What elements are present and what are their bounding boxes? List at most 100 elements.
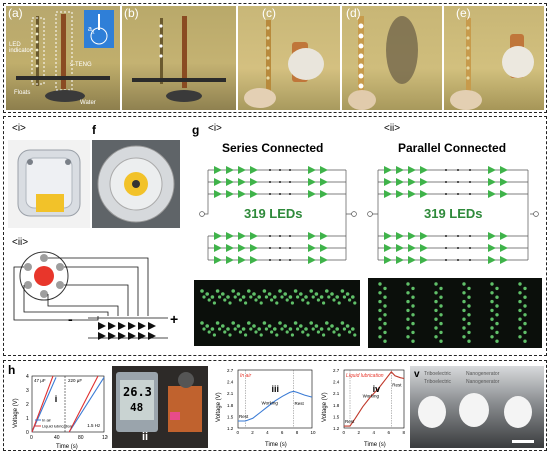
led-glow-dot <box>205 324 209 328</box>
led-glow-dot <box>523 339 527 343</box>
led-glow-dot <box>495 321 499 326</box>
led-glow-dot <box>462 326 466 330</box>
led-glow-dot <box>330 292 334 296</box>
series-line <box>31 377 57 433</box>
series-line <box>68 375 99 433</box>
led-glow-dot <box>467 295 471 299</box>
display-reading-1: 26.3 <box>123 385 152 399</box>
cap-label-47: 47 μF <box>34 378 46 383</box>
led-glow-dot <box>348 298 352 302</box>
led-glow-dot <box>434 326 438 330</box>
series-led-count: 319 LEDs <box>244 206 303 221</box>
y-tick-label: 2.7 <box>333 368 340 373</box>
led-glow-dot <box>434 308 438 313</box>
led-glow-dot <box>411 330 415 335</box>
state-label-rest: Rest <box>295 401 305 406</box>
led-glow-dot <box>205 292 209 296</box>
label-inset-a1: a1 <box>88 26 95 35</box>
led-glow-dot <box>348 330 352 334</box>
led-glow-dot <box>325 321 329 325</box>
x-tick-label: 80 <box>78 435 84 441</box>
sign-text-1: Triboelectric <box>424 371 452 377</box>
led-glow-dot <box>314 324 319 328</box>
led-glow-dot <box>353 333 357 337</box>
photo-teng-top <box>92 140 180 228</box>
photo-teng-side <box>8 140 90 228</box>
panel-e-illustration <box>450 18 534 110</box>
led-glow-dot <box>434 335 438 339</box>
teng-side-drawing <box>17 149 81 217</box>
led-glow-dot <box>490 335 494 339</box>
led-glow-dot <box>228 333 232 337</box>
led-glow-dot <box>434 291 438 295</box>
led-glow-dot <box>314 292 319 296</box>
led-glow-dot <box>215 289 220 293</box>
led-glow-dot <box>278 321 282 325</box>
led-glow-dot <box>247 321 251 325</box>
led-glow-dot <box>262 289 267 293</box>
led-glow-dot <box>290 333 294 337</box>
y-tick-label: 3 <box>26 388 29 394</box>
led-glow-dot <box>327 327 331 331</box>
led-glow-dot <box>439 321 443 326</box>
row-1-frame <box>3 3 547 113</box>
led-glow-dot <box>249 295 253 299</box>
led-glow-dot <box>283 324 287 328</box>
led-glow-dot <box>462 299 466 304</box>
y-tick-label: 1.8 <box>333 403 340 408</box>
led-glow-dot <box>378 335 382 339</box>
led-glow-dot <box>495 304 499 308</box>
led-glow-dot <box>518 299 522 304</box>
led-glow-dot <box>523 295 527 299</box>
legend-entry: In air <box>42 418 52 423</box>
led-glow-dot <box>327 295 331 299</box>
led-glow-dot <box>293 321 298 325</box>
led-glow-dot <box>254 298 258 302</box>
cap-label-220: 220 μF <box>68 378 82 383</box>
led-glow-dot <box>309 321 313 325</box>
led-glow-dot <box>378 317 382 321</box>
led-glow-dot <box>411 313 415 317</box>
led-glow-dot <box>293 289 298 293</box>
led-glow-dot <box>518 326 522 330</box>
led-glow-dot <box>319 295 324 299</box>
sign-text-4: Nanogenerator <box>466 379 500 385</box>
led-glow-dot <box>518 335 522 339</box>
y-tick-label: 1.8 <box>227 403 234 408</box>
teng-rectifier-circuit <box>13 251 168 340</box>
y-tick-label: 2.7 <box>227 368 234 373</box>
panel-label-g: g <box>192 123 200 137</box>
led-glow-dot <box>383 339 387 343</box>
led-glow-dot <box>411 321 415 326</box>
y-axis-label: Voltage (V) <box>322 392 328 422</box>
led-glow-dot <box>383 295 387 299</box>
led-glow-dot <box>267 292 272 296</box>
display-reading-2: 48 <box>130 401 144 414</box>
led-glow-dot <box>439 304 443 308</box>
panel-label-h: h <box>8 363 16 377</box>
led-glow-dot <box>226 327 230 331</box>
led-glow-dot <box>288 327 293 331</box>
led-glow-dot <box>202 327 206 331</box>
panel-c-illustration <box>244 20 324 108</box>
led-glow-dot <box>337 333 341 337</box>
label-s-teng: s-TENG <box>70 62 92 68</box>
led-glow-dot <box>247 289 251 293</box>
led-glow-dot <box>215 321 220 325</box>
panel-d-illustration <box>348 16 418 110</box>
label-f-ii: <ii> <box>12 237 29 248</box>
led-glow-dot <box>270 298 274 302</box>
y-tick-label: 2.1 <box>333 391 340 396</box>
led-glow-dot <box>264 327 268 331</box>
state-label-rest: Rest <box>392 383 402 388</box>
y-tick-label: 1.5 <box>333 414 340 419</box>
led-glow-dot <box>207 298 211 302</box>
led-glow-dot <box>490 326 494 330</box>
led-glow-dot <box>495 330 499 335</box>
chart-mode-title: In air <box>240 373 251 379</box>
led-glow-dot <box>325 289 329 293</box>
parallel-connected-title: Parallel Connected <box>398 141 507 155</box>
label-h-ii: ii <box>142 431 149 443</box>
led-glow-dot <box>280 295 284 299</box>
